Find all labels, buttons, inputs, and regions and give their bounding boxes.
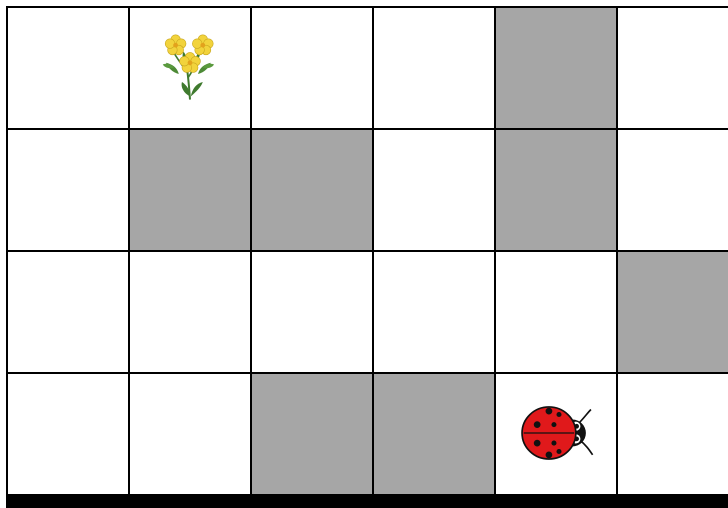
blocked-cell[interactable] [252,130,372,250]
blocked-cell[interactable] [252,374,372,494]
blocked-cell[interactable] [130,130,250,250]
game-board [6,6,728,508]
board-cell[interactable] [8,130,128,250]
board-cell[interactable] [130,8,250,128]
board-cell[interactable] [252,252,372,372]
board-cell[interactable] [8,374,128,494]
blocked-cell[interactable] [374,374,494,494]
board-cell[interactable] [374,8,494,128]
board-cell[interactable] [496,374,616,494]
board-cell[interactable] [374,252,494,372]
board-cell[interactable] [618,130,728,250]
board-cell[interactable] [252,8,372,128]
board-cell[interactable] [130,252,250,372]
board-cell[interactable] [8,8,128,128]
board-cell[interactable] [618,374,728,494]
flower-icon [150,18,230,114]
board-cell[interactable] [496,252,616,372]
board-cell[interactable] [8,252,128,372]
blocked-cell[interactable] [496,8,616,128]
board-cell[interactable] [618,8,728,128]
blocked-cell[interactable] [496,130,616,250]
board-cell[interactable] [374,130,494,250]
board-cell[interactable] [130,374,250,494]
ladybug-icon [517,399,601,467]
blocked-cell[interactable] [618,252,728,372]
